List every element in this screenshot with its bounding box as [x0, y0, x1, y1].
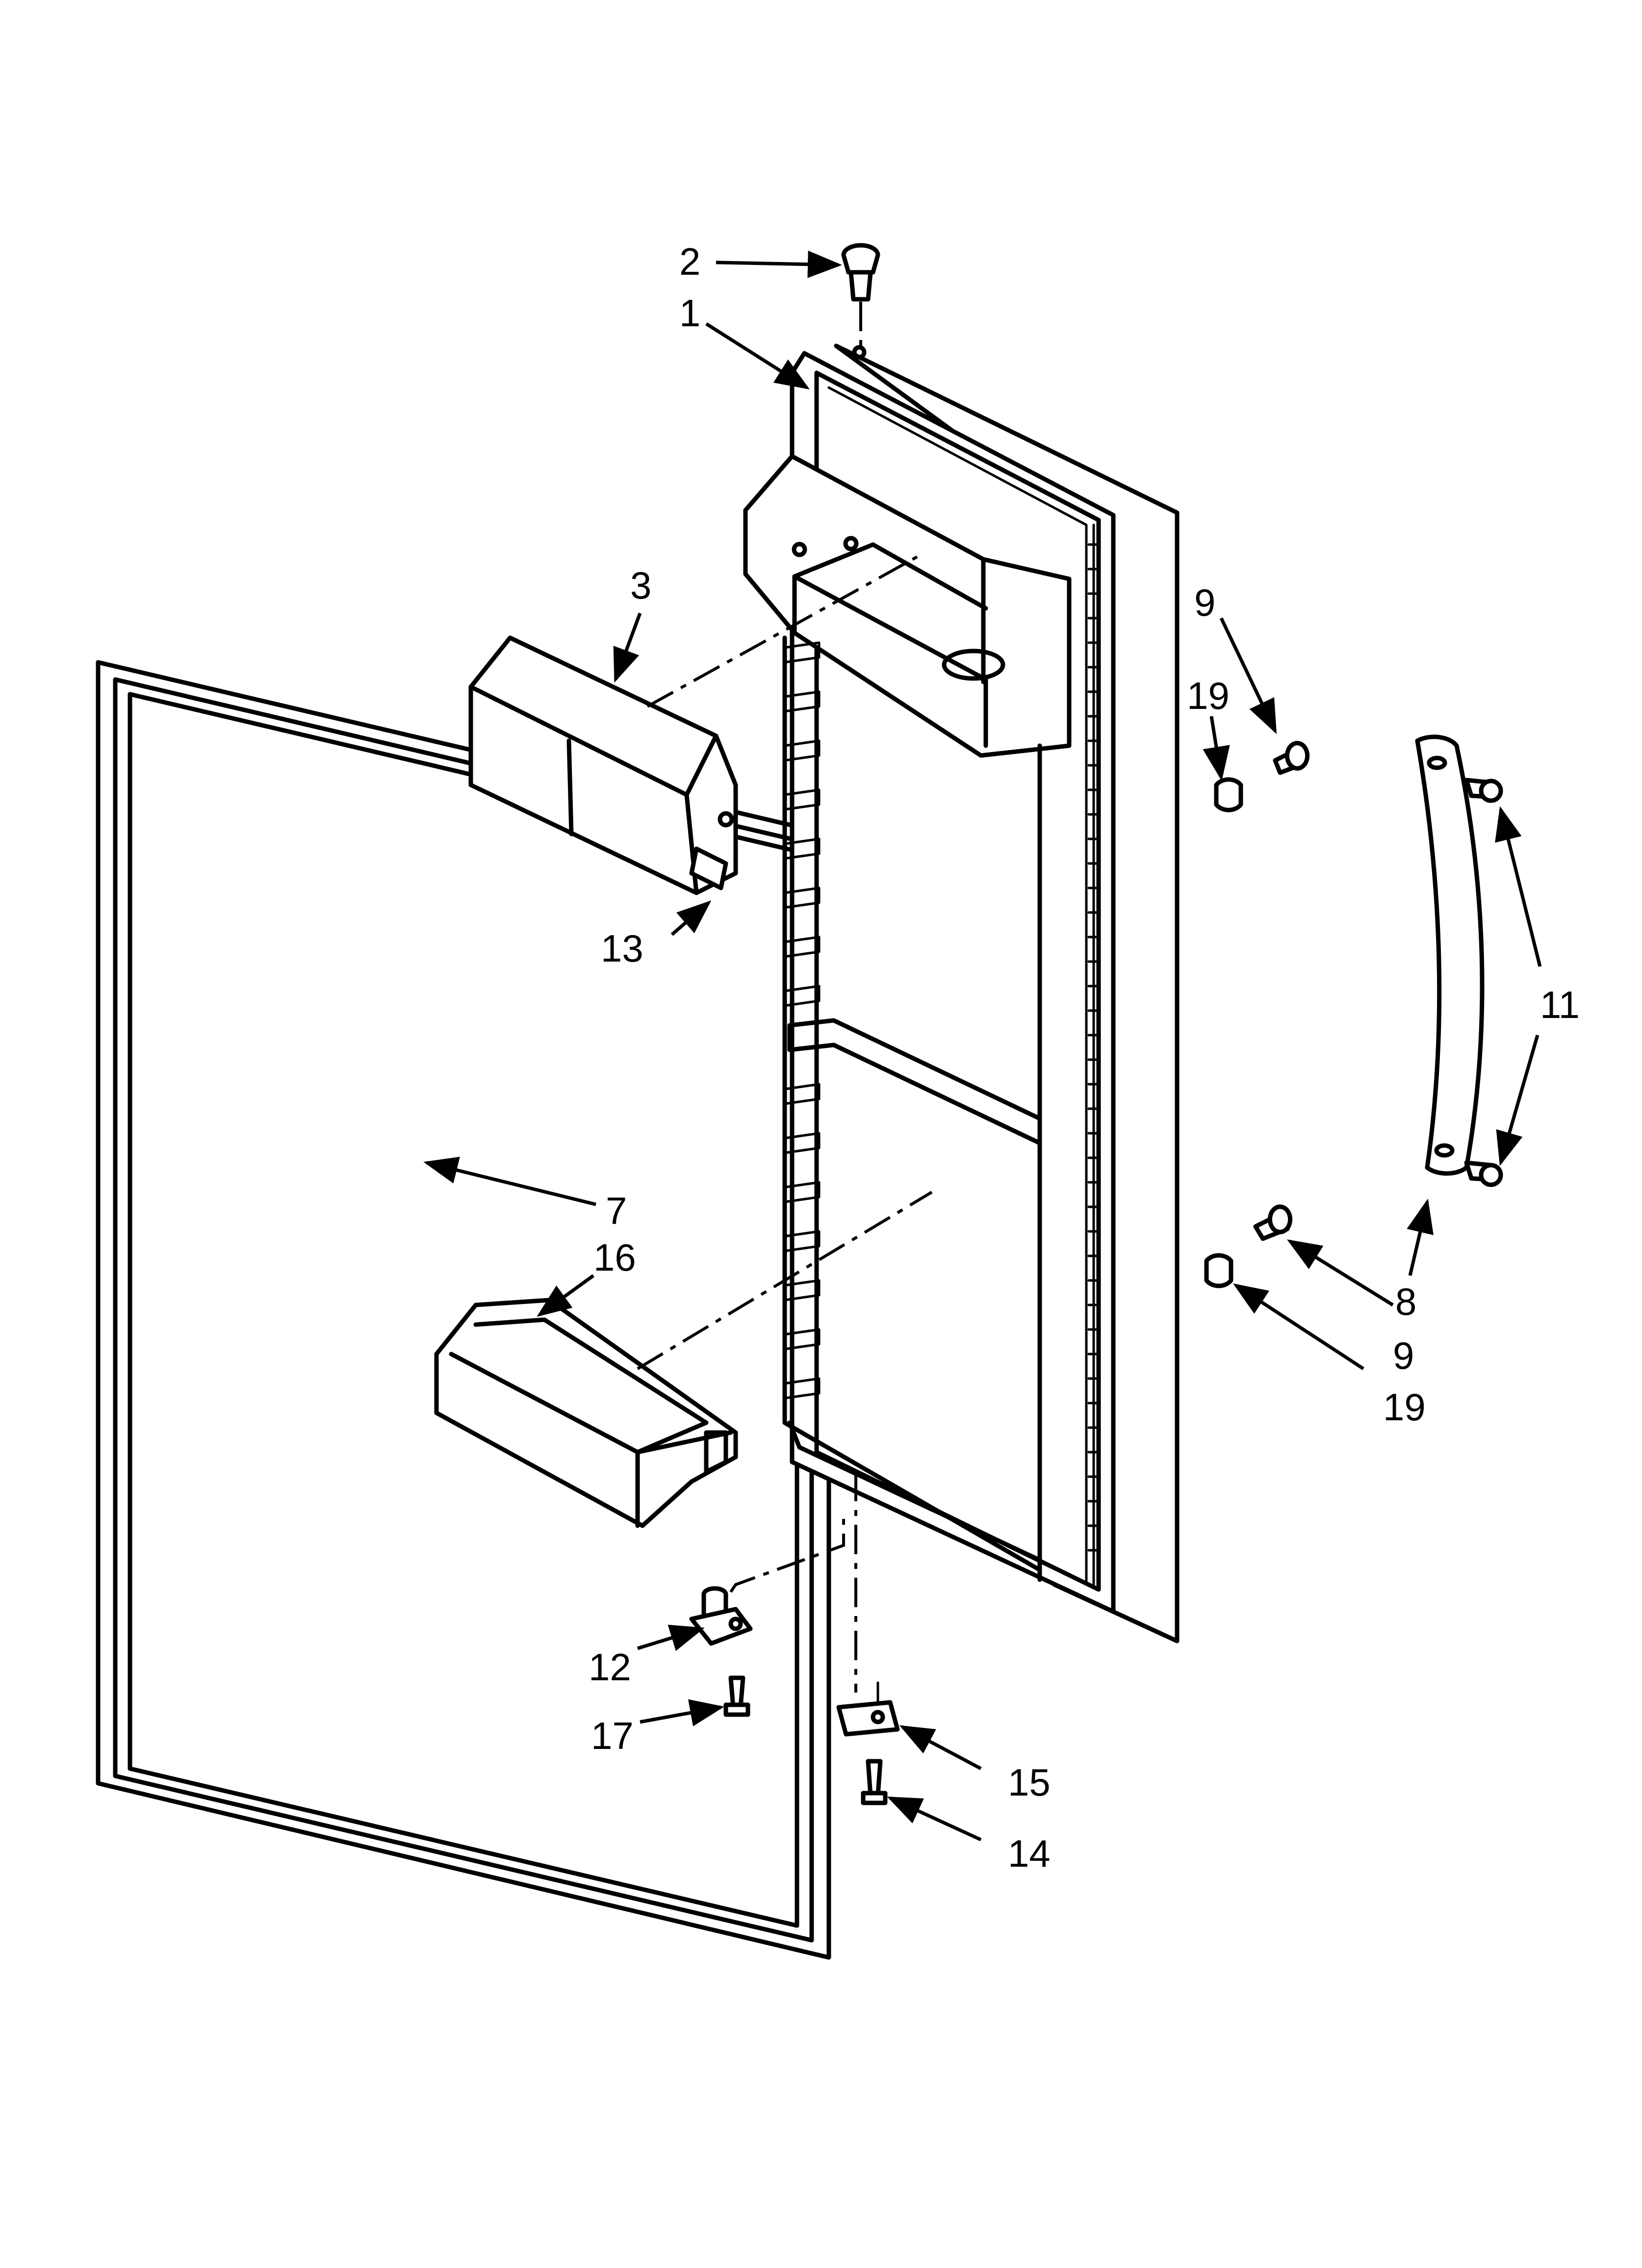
bracket-screw — [861, 1759, 888, 1805]
handle-screw-bottom — [1464, 1160, 1503, 1187]
callout-9-upper: 9 — [1194, 581, 1215, 624]
bottom-bracket — [836, 1472, 900, 1737]
callout-2: 2 — [679, 240, 700, 283]
door-assembly — [743, 343, 1180, 1643]
spacer-upper — [1214, 777, 1243, 812]
dairy-door-pin — [689, 846, 728, 890]
callout-8: 8 — [1395, 1280, 1416, 1323]
hinge-plug — [841, 243, 880, 346]
callout-7: 7 — [606, 1189, 627, 1232]
leader-lines — [423, 250, 1542, 1842]
door-gasket — [96, 660, 831, 1960]
callout-13: 13 — [601, 927, 643, 970]
callout-15: 15 — [1008, 1761, 1051, 1804]
callout-19-upper: 19 — [1187, 674, 1230, 717]
screw-lower — [1253, 1204, 1293, 1241]
callout-12: 12 — [589, 1645, 631, 1689]
spacer-lower — [1204, 1253, 1233, 1288]
callout-9-lower: 9 — [1393, 1334, 1414, 1377]
door-bin — [434, 1191, 933, 1528]
callout-14: 14 — [1008, 1832, 1051, 1875]
callout-16: 16 — [593, 1236, 636, 1279]
callout-19-lower: 19 — [1383, 1385, 1426, 1429]
callout-3: 3 — [630, 564, 651, 607]
callout-11: 11 — [1540, 983, 1580, 1026]
screw-upper — [1273, 741, 1310, 775]
callout-labels: 2 1 3 13 7 16 9 19 11 8 9 19 12 17 15 14 — [589, 240, 1580, 1875]
callout-1: 1 — [679, 291, 700, 335]
door-handle — [1415, 734, 1485, 1176]
callout-17: 17 — [591, 1714, 634, 1757]
hinge-screw — [723, 1675, 750, 1717]
handle-screw-top — [1464, 778, 1503, 803]
